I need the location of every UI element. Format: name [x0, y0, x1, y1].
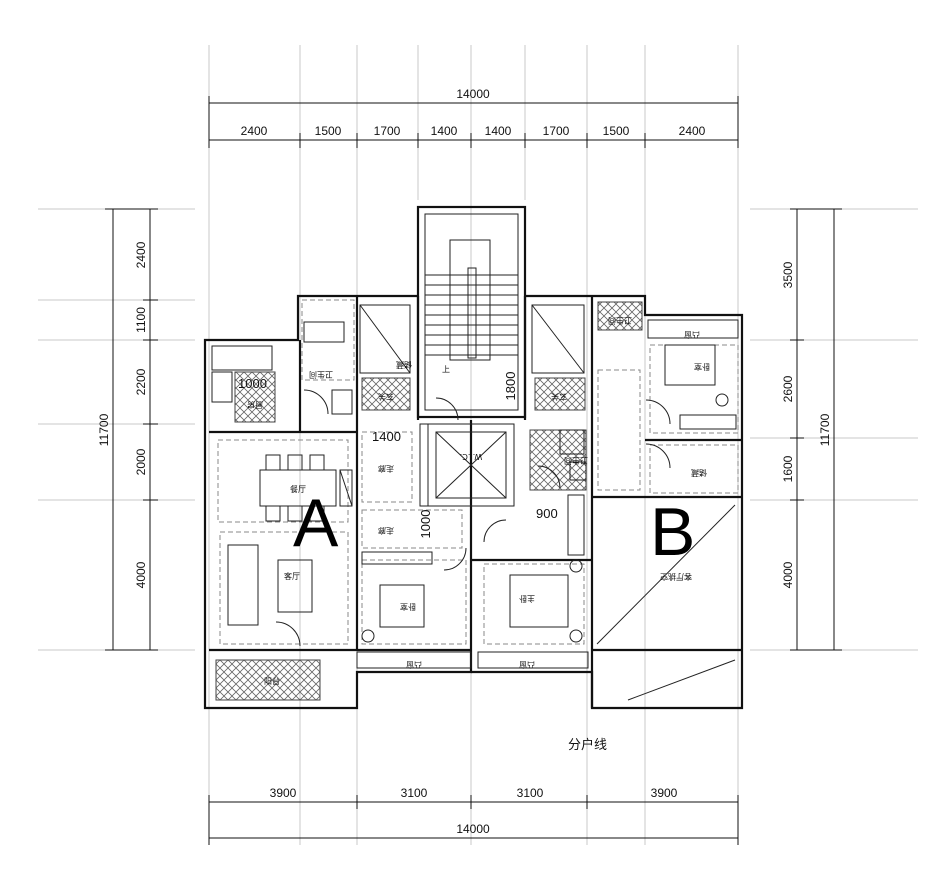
- room-storage-a: 储藏: [396, 360, 412, 370]
- stair-treads: [359, 239, 585, 374]
- room-wic: W.I.C.: [460, 452, 483, 461]
- right-dim-1: 3500: [781, 261, 795, 288]
- room-bay-b: 凸窗: [684, 330, 700, 340]
- unit-boundary-label: 分户线: [568, 737, 607, 753]
- dim-1000-kitchen: 1000: [238, 376, 267, 391]
- dim-1000-corridor: 1000: [418, 510, 433, 539]
- furniture-outlines: [217, 299, 739, 645]
- top-dim-8: 2400: [679, 124, 706, 138]
- left-dimensions: 11700 2400 1100 2200 2000 4000: [97, 208, 158, 651]
- top-dim-2: 1500: [315, 124, 342, 138]
- bottom-dim-4: 3900: [651, 786, 678, 800]
- top-dim-7: 1500: [603, 124, 630, 138]
- left-dim-3: 2200: [134, 368, 148, 395]
- room-kitchen-a: 厨房: [247, 400, 263, 410]
- top-dimensions: 14000 2400 1500 1700 1400 1400 1700 1500…: [208, 87, 739, 148]
- room-bath-b2: 卫生间: [608, 316, 632, 326]
- dim-1800: 1800: [503, 372, 518, 401]
- axis-grid: [38, 45, 918, 845]
- room-bay-a2: 凸窗: [519, 660, 535, 670]
- bottom-dim-1: 3900: [270, 786, 297, 800]
- bottom-dimensions: 3900 3100 3100 3900 14000: [208, 786, 739, 845]
- room-corridor-a1: 走廊: [378, 464, 394, 474]
- left-total-dim: 11700: [97, 413, 111, 446]
- walls: [203, 205, 744, 710]
- left-dim-1: 2400: [134, 241, 148, 268]
- room-dining-a: 餐厅: [290, 485, 306, 494]
- top-total-dim: 14000: [456, 87, 490, 101]
- top-dim-4: 1400: [431, 124, 458, 138]
- unit-a-label: A: [293, 485, 339, 561]
- dim-1400: 1400: [372, 429, 401, 444]
- room-labels: 储藏 卫生间 厨房 玄关 餐厅 走廊 走廊 客厅 阳台 卧室 凸窗 上 W.I.…: [247, 316, 710, 686]
- right-total-dim: 11700: [818, 413, 832, 446]
- bottom-total-dim: 14000: [456, 822, 490, 836]
- room-bedroom-b: 卧室: [694, 362, 710, 372]
- top-dim-6: 1700: [543, 124, 570, 138]
- room-balcony-a: 阳台: [264, 676, 280, 686]
- room-entry-a: 玄关: [378, 392, 394, 402]
- top-dim-5: 1400: [485, 124, 512, 138]
- right-dim-4: 4000: [781, 561, 795, 588]
- unit-b-label: B: [650, 494, 695, 570]
- furniture-details: [211, 321, 737, 643]
- top-dim-3: 1700: [374, 124, 401, 138]
- door-swings: [275, 389, 671, 647]
- room-corridor-a2: 走廊: [378, 526, 394, 536]
- room-entry-b: 玄关: [551, 392, 567, 402]
- left-dim-2: 1100: [134, 307, 148, 333]
- hatch-areas: [215, 301, 643, 701]
- left-dim-4: 2000: [134, 448, 148, 475]
- bottom-dim-3: 3100: [517, 786, 544, 800]
- room-bath-b: 卫生间: [564, 456, 588, 466]
- bottom-dim-2: 3100: [401, 786, 428, 800]
- right-dim-2: 2600: [781, 375, 795, 402]
- room-bath-a: 卫生间: [309, 370, 333, 380]
- left-dim-5: 4000: [134, 561, 148, 588]
- room-living-b: 客厅挑空: [660, 572, 692, 582]
- right-dim-3: 1600: [781, 455, 795, 482]
- room-bedroom-a: 卧室: [400, 602, 416, 612]
- room-stair-up: 上: [442, 365, 450, 374]
- dim-900: 900: [536, 506, 558, 521]
- elevator: [419, 423, 515, 507]
- room-master-bed: 主卧: [519, 594, 535, 604]
- void-lines: [596, 504, 736, 701]
- right-dimensions: 3500 2600 1600 4000 11700: [781, 208, 842, 651]
- room-bay-a1: 凸窗: [406, 660, 422, 670]
- room-storage-b: 储藏: [691, 468, 707, 478]
- top-dim-1: 2400: [241, 124, 268, 138]
- room-living-a: 客厅: [284, 571, 300, 581]
